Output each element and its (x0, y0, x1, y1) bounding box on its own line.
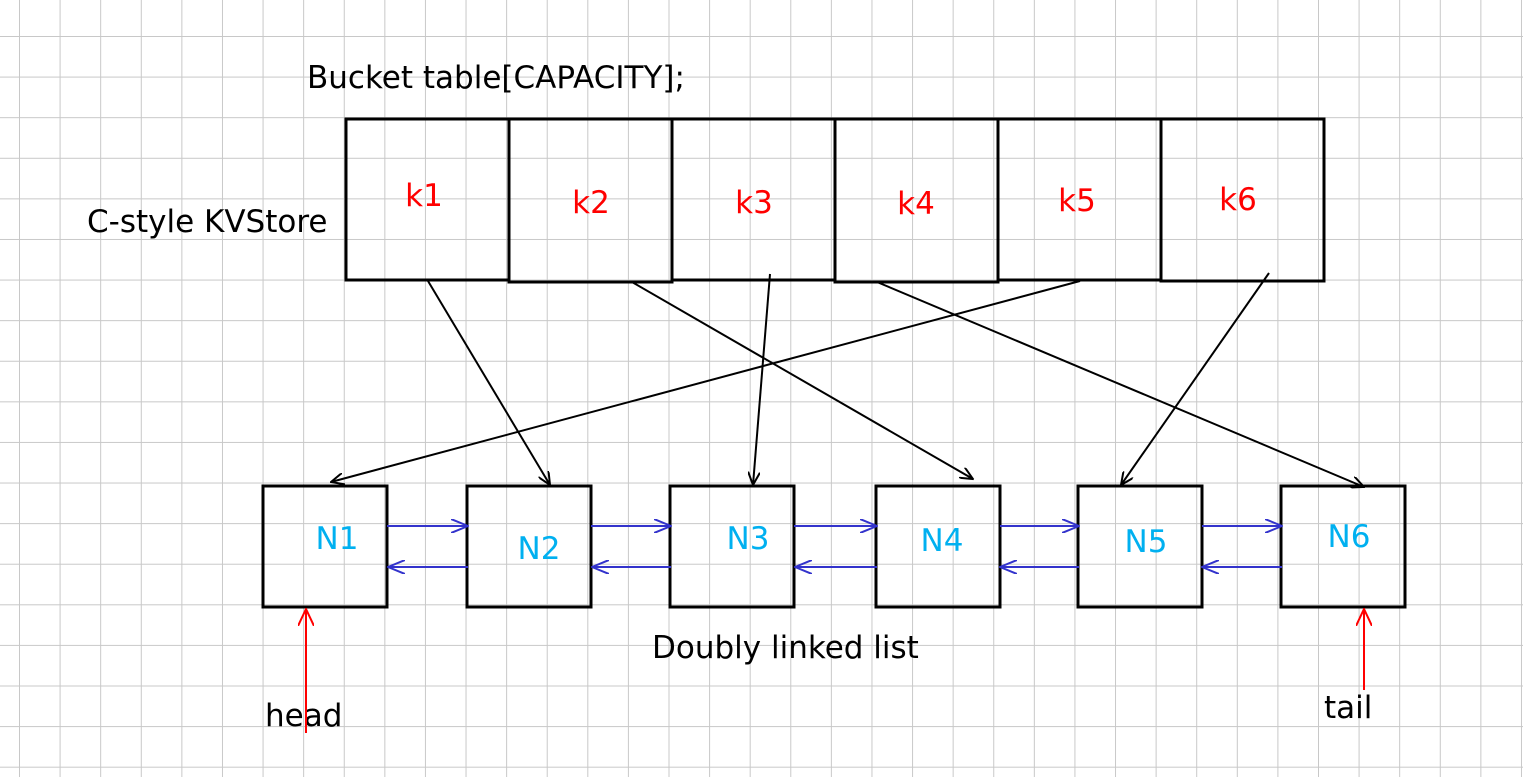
node-label: N1 (316, 521, 359, 557)
pointer-arrow-k6-n5 (1121, 272, 1270, 485)
pointer-arrow-k4-n6 (876, 281, 1364, 487)
pointer-arrow-k2-n4 (631, 281, 973, 479)
bucket-key: k4 (897, 186, 935, 222)
list-node (261, 484, 389, 609)
node-label: N2 (518, 531, 561, 567)
linked-list-label: Doubly linked list (652, 630, 919, 666)
bucket-key: k6 (1219, 182, 1257, 218)
pointer-arrow-k5-n1 (331, 280, 1081, 482)
tail-label: tail (1324, 690, 1372, 726)
node-label: N6 (1328, 519, 1371, 555)
bucket-key: k2 (572, 185, 610, 221)
bucket-table: k1 k2 k3 k4 k5 k6 (344, 117, 1326, 284)
node-label: N4 (921, 523, 964, 559)
list-node (1076, 484, 1204, 609)
bucket-key: k1 (405, 178, 443, 214)
list-node (668, 484, 796, 609)
pointer-arrow-k1-n2 (427, 280, 550, 485)
head-label: head (265, 698, 342, 734)
list-links (387, 526, 1282, 567)
doubly-linked-list: N1 N2 N3 N4 N5 N6 (261, 484, 1407, 609)
pointer-arrow-k3-n3 (753, 273, 771, 485)
bucket-key: k5 (1058, 183, 1096, 219)
node-label: N5 (1125, 524, 1168, 560)
bucket-key: k3 (735, 185, 773, 221)
list-node (1279, 484, 1407, 609)
list-node (465, 484, 593, 609)
kvstore-label: C-style KVStore (87, 204, 328, 240)
node-label: N3 (727, 521, 770, 557)
bucket-pointers (331, 272, 1364, 487)
bucket-cell (1159, 117, 1326, 283)
list-node (874, 484, 1002, 609)
table-declaration-label: Bucket table[CAPACITY]; (307, 60, 685, 96)
